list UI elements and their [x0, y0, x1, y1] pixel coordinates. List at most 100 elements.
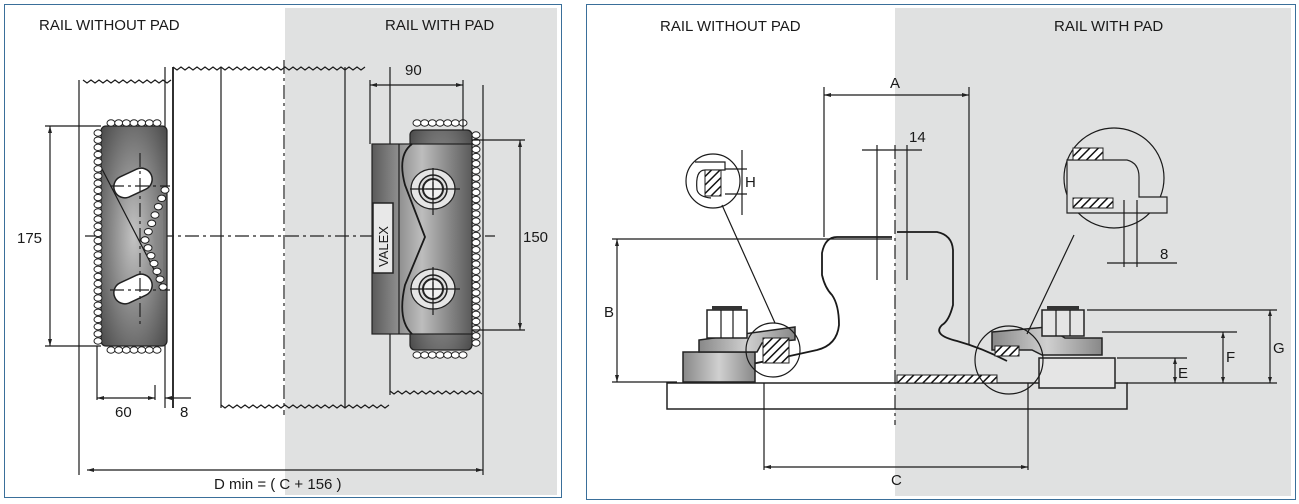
weld-bead-segment — [93, 222, 103, 230]
weld-bead-segment — [471, 260, 481, 268]
weld-bead-segment — [93, 251, 103, 259]
title-rail-without-pad: RAIL WITHOUT PAD — [39, 17, 180, 34]
dim-label-e: E — [1178, 365, 1188, 382]
weld-bead-segment — [471, 131, 481, 139]
detail-h: H — [685, 150, 756, 215]
dimension-b: B — [604, 238, 892, 383]
weld-bead-segment — [471, 181, 481, 189]
weld-bead — [412, 351, 468, 359]
weld-bead-segment — [143, 244, 153, 252]
weld-bead-segment — [137, 119, 147, 127]
weld-bead-segment — [420, 351, 430, 359]
weld-bead-segment — [471, 224, 481, 232]
weld-bead — [106, 119, 162, 127]
nut — [706, 309, 748, 339]
dimension-175: 175 — [17, 125, 101, 347]
weld-bead-segment — [458, 351, 468, 359]
weld-bead-segment — [427, 119, 437, 127]
weld-bead-segment — [93, 272, 103, 281]
weld-bead-segment — [93, 330, 103, 338]
weld-bead-segment — [147, 219, 157, 228]
weld-bead-segment — [129, 346, 139, 354]
dimension-150: 150 — [472, 139, 548, 331]
weld-bead-segment — [93, 193, 103, 202]
weld-bead-segment — [471, 152, 481, 161]
title-rail-without-pad: RAIL WITHOUT PAD — [660, 18, 801, 35]
weld-bead-segment — [152, 346, 162, 354]
weld-bead-segment — [93, 179, 103, 187]
weld-bead-segment — [93, 215, 103, 223]
weld-bead-segment — [471, 167, 481, 175]
weld-bead-segment — [93, 136, 103, 144]
weld-bead-segment — [471, 145, 481, 154]
dim-label-d-min: D min = ( C + 156 ) — [214, 476, 342, 493]
weld-bead-segment — [471, 296, 481, 304]
weld-bead-segment — [471, 253, 481, 261]
weld-bead-segment — [471, 231, 481, 240]
nut — [1041, 309, 1085, 337]
dim-label-150: 150 — [523, 229, 548, 246]
dim-label-detail-8: 8 — [1160, 246, 1168, 263]
dimension-8: 8 — [154, 385, 191, 421]
weld-bead-segment — [93, 208, 103, 216]
weld-bead-segment — [427, 351, 437, 359]
weld-bead-segment — [471, 188, 481, 197]
weld-bead-segment — [144, 119, 154, 127]
dimension-c: C — [763, 383, 1029, 489]
weld-bead-segment — [471, 332, 481, 340]
weld-bead-segment — [143, 227, 153, 236]
dim-label-60: 60 — [115, 404, 132, 421]
weld-bead-segment — [93, 258, 103, 266]
weld-bead-segment — [471, 339, 481, 347]
weld-bead-segment — [106, 119, 116, 127]
section-view-drawing: RAIL WITHOUT PAD RAIL WITH PAD — [604, 8, 1291, 496]
weld-bead — [412, 119, 468, 127]
weld-bead-segment — [471, 310, 481, 319]
weld-bead-segment — [93, 236, 103, 245]
weld-bead-segment — [93, 287, 103, 295]
clamp-without-pad — [682, 204, 801, 383]
dimension-a: A — [823, 75, 970, 345]
dimension-e-f-g: E F G — [1087, 309, 1285, 384]
weld-bead-segment — [93, 279, 103, 288]
bolt-top — [410, 168, 460, 215]
weld-bead-segment — [450, 351, 460, 359]
weld-bead-segment — [155, 275, 165, 283]
weld-bead-segment — [121, 119, 131, 127]
bolt-bottom — [410, 267, 460, 315]
weld-bead-segment — [93, 308, 103, 317]
weld-bead-segment — [420, 119, 430, 127]
dim-label-175: 175 — [17, 230, 42, 247]
weld-bead-segment — [129, 119, 139, 127]
weld-bead-segment — [450, 119, 460, 127]
dimension-d-min: D min = ( C + 156 ) — [87, 468, 483, 493]
dim-label-h: H — [745, 174, 756, 191]
dim-label-8: 8 — [180, 404, 188, 421]
weld-bead-segment — [93, 244, 103, 252]
weld-bead-segment — [471, 317, 481, 326]
weld-bead-segment — [471, 174, 481, 182]
dim-label-f: F — [1226, 349, 1235, 366]
weld-bead-segment — [152, 267, 162, 276]
weld-bead-segment — [149, 259, 159, 268]
weld-bead-segment — [471, 159, 481, 168]
dim-label-c: C — [891, 472, 902, 489]
weld-bead — [471, 131, 481, 347]
weld-bead-segment — [93, 265, 103, 273]
weld-bead-segment — [435, 351, 445, 359]
section-view-panel: RAIL WITHOUT PAD RAIL WITH PAD — [586, 4, 1296, 500]
weld-bead — [93, 129, 103, 345]
weld-bead-segment — [471, 246, 481, 254]
weld-bead-segment — [93, 294, 103, 302]
weld-bead-segment — [93, 315, 103, 324]
weld-bead — [106, 346, 162, 354]
title-rail-with-pad: RAIL WITH PAD — [385, 17, 494, 34]
dimension-60: 60 — [96, 346, 155, 421]
weld-bead-segment — [144, 346, 154, 354]
weld-bead-segment — [93, 337, 103, 345]
dim-label-b: B — [604, 304, 614, 321]
detail-callout-circle — [745, 322, 801, 378]
weld-bead-segment — [471, 210, 481, 218]
weld-bead-segment — [93, 172, 103, 180]
weld-bead-segment — [471, 281, 481, 290]
